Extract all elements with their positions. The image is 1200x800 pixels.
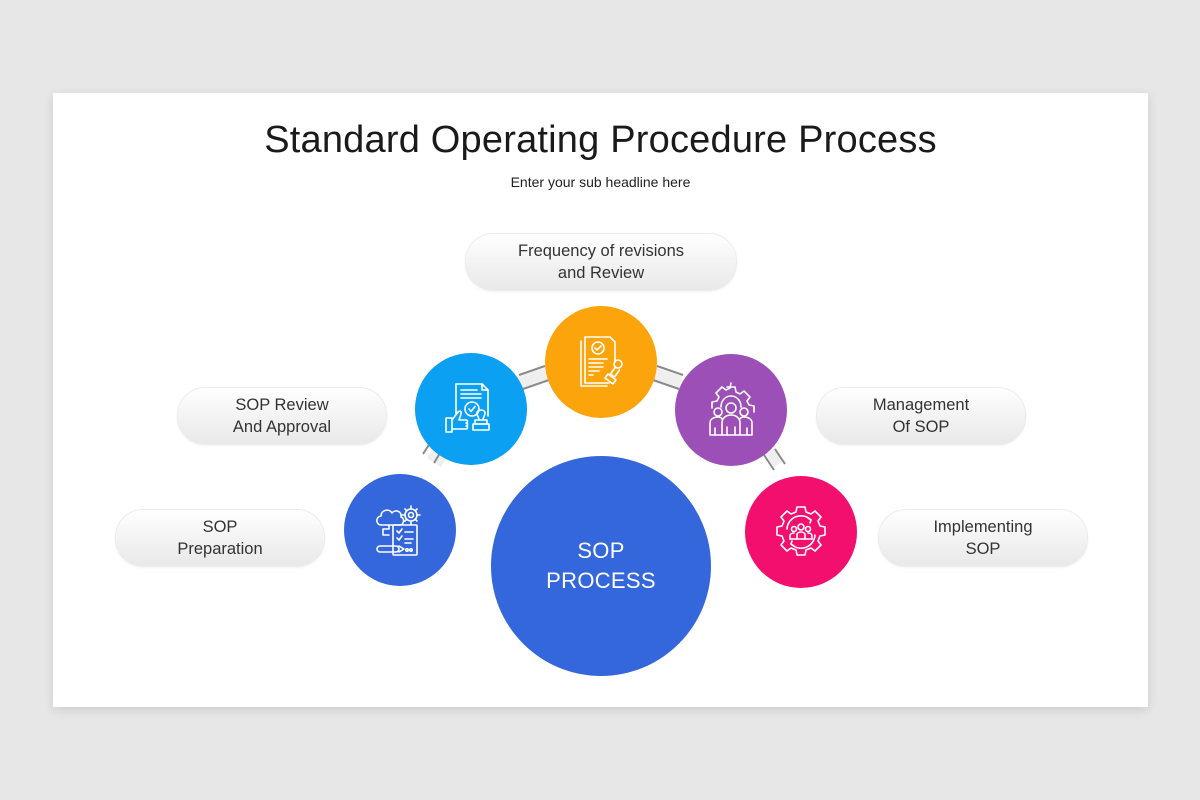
step-label-frequency-revisions: Frequency of revisions and Review bbox=[465, 233, 737, 291]
step-circle-sop-review-approval bbox=[415, 353, 527, 465]
document-check-stamp-icon bbox=[570, 331, 632, 393]
document-approval-stamp-icon bbox=[440, 378, 502, 440]
step-circle-sop-preparation bbox=[344, 474, 456, 586]
slide: Standard Operating Procedure Process Ent… bbox=[53, 93, 1148, 707]
step-label-sop-review-approval: SOP Review And Approval bbox=[177, 387, 387, 445]
step-label-implementing-sop: Implementing SOP bbox=[878, 509, 1088, 567]
page-subtitle: Enter your sub headline here bbox=[510, 174, 691, 190]
step-circle-management-sop bbox=[675, 354, 787, 466]
step-label-sop-preparation: SOP Preparation bbox=[115, 509, 325, 567]
team-gear-icon bbox=[700, 379, 762, 441]
center-label: SOP PROCESS bbox=[546, 538, 656, 593]
team-cycle-gear-icon bbox=[770, 501, 832, 563]
step-circle-frequency-revisions bbox=[545, 306, 657, 418]
step-circle-implementing-sop bbox=[745, 476, 857, 588]
page-title: Standard Operating Procedure Process bbox=[264, 119, 937, 161]
document-gear-pencil-icon bbox=[369, 499, 431, 561]
step-label-management-sop: Management Of SOP bbox=[816, 387, 1026, 445]
center-circle-sop-process: SOP PROCESS bbox=[491, 456, 711, 676]
